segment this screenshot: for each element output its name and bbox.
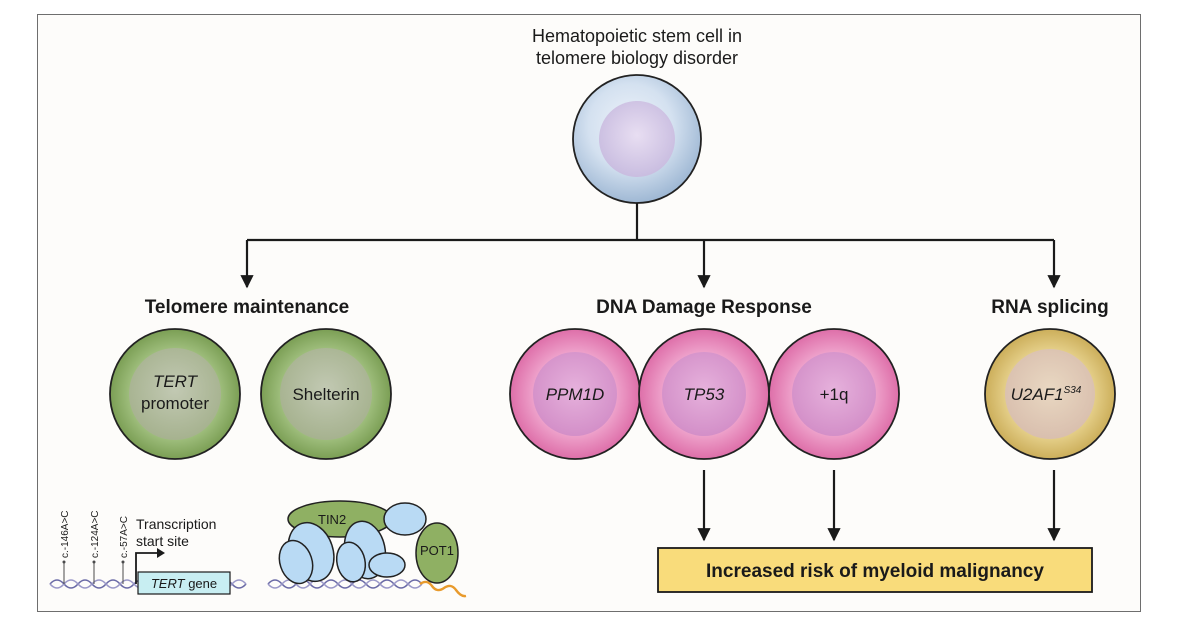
tin2-label: TIN2: [318, 512, 346, 527]
tert-gene-label: TERT gene: [151, 576, 217, 591]
shelterin-complex-diagram: TIN2 POT1: [267, 500, 467, 598]
cell-tert-promoter: TERT promoter: [109, 328, 241, 460]
outcome-arrows: [697, 470, 1061, 542]
cell-gain-1q: +1q: [768, 328, 900, 460]
branch-connector: [240, 203, 1061, 289]
tert-gene-box: [137, 571, 231, 595]
title-line-2: telomere biology disorder: [536, 48, 738, 68]
cell-ppm1d: PPM1D: [509, 328, 641, 460]
tert-promoter-gene: TERT: [153, 372, 199, 391]
category-rna-splicing: RNA splicing: [991, 297, 1109, 318]
outcome-label: Increased risk of myeloid malignancy: [706, 561, 1044, 582]
pot1-label: POT1: [420, 543, 454, 558]
cell-tp53: TP53: [638, 328, 770, 460]
title-line-1: Hematopoietic stem cell in: [532, 26, 742, 46]
variant-57: c.-57A>C: [119, 516, 130, 558]
variant-146: c.-146A>C: [60, 510, 71, 558]
variant-124: c.-124A>C: [90, 510, 101, 558]
u2af1-label: U2AF1S34: [1011, 385, 1082, 404]
category-telomere-maintenance: Telomere maintenance: [145, 297, 350, 318]
hsc-cell: [572, 74, 702, 204]
ppm1d-label: PPM1D: [546, 385, 605, 404]
outcome-box: Increased risk of myeloid malignancy: [657, 547, 1093, 593]
tss-arrow: [135, 552, 158, 584]
tert-promoter-word: promoter: [141, 394, 209, 413]
gain-1q-label: +1q: [820, 385, 849, 404]
tert-promoter-diagram: c.-146A>C c.-124A>C c.-57A>C Transcripti…: [49, 510, 247, 595]
tss-label-line-1: Transcription: [136, 516, 216, 532]
tss-label-line-2: start site: [136, 533, 189, 549]
telomere-overhang: [419, 580, 467, 598]
cell-u2af1: U2AF1S34: [984, 328, 1116, 460]
shelterin-label: Shelterin: [292, 385, 359, 404]
pot1-protein: [415, 522, 459, 584]
tp53-label: TP53: [684, 385, 725, 404]
cell-shelterin: Shelterin: [260, 328, 392, 460]
category-dna-damage-response: DNA Damage Response: [596, 297, 812, 318]
